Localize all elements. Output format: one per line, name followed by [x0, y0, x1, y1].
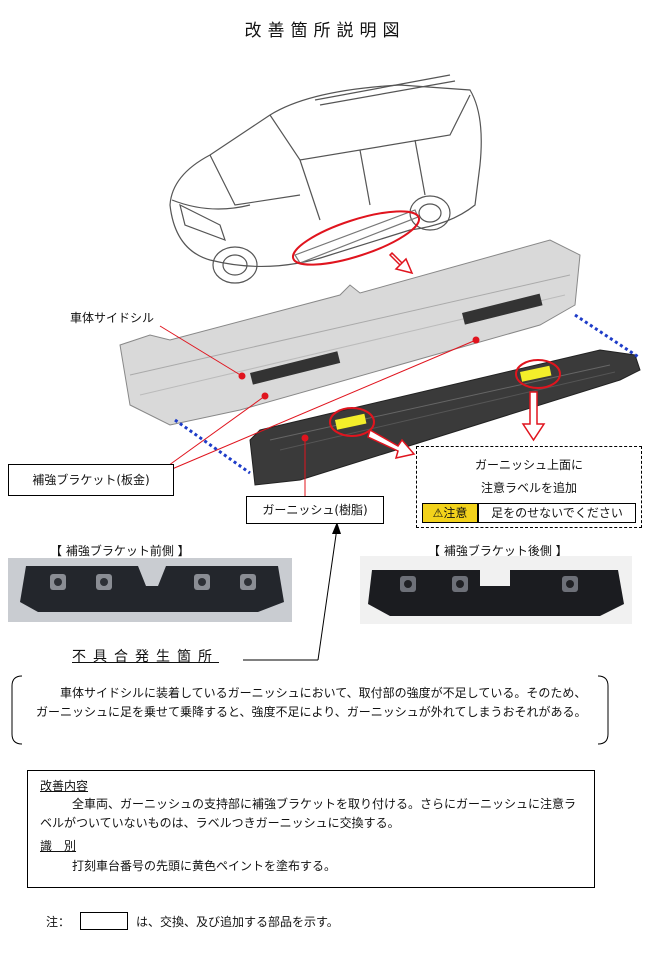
caution-text: 足をのせないでください: [478, 503, 636, 523]
bracket-rear-caption: 【 補強ブラケット後側 】: [428, 544, 568, 558]
bracket-rear-photo: [360, 556, 632, 624]
defect-description: 車体サイドシルに装着しているガーニッシュにおいて、取付部の強度が不足している。そ…: [36, 686, 587, 719]
garnish-label-box: ガーニッシュ(樹脂): [246, 496, 384, 524]
sill-highlight-ellipse: [291, 210, 421, 266]
bracket-rear-on-sill: [462, 293, 543, 325]
improvement-body: 全車両、ガーニッシュの支持部に補強ブラケットを取り付ける。さらにガーニッシュに注…: [40, 797, 577, 830]
down-arrow-icon: [388, 251, 414, 275]
caution-badge: ⚠注意: [422, 503, 478, 523]
caution-label-rear: [520, 365, 552, 382]
improvement-heading: 改善内容: [40, 779, 89, 793]
defect-heading: 不具合発生箇所: [72, 649, 219, 665]
garnish-illustration: [249, 349, 641, 486]
caution-note-line2: 注意ラベルを追加: [480, 481, 577, 495]
footnote-prefix: 注：: [46, 915, 71, 929]
label-highlight-rear: [515, 359, 561, 389]
side-sill-label: 車体サイドシル: [70, 311, 155, 325]
caution-note-box: ガーニッシュ上面に 注意ラベルを追加 ⚠注意 足をのせないでください: [416, 446, 642, 528]
improvement-box: 改善内容 全車両、ガーニッシュの支持部に補強ブラケットを取り付ける。さらにガーニ…: [27, 770, 595, 888]
bracket-label-box: 補強ブラケット(板金): [8, 464, 174, 496]
page-title: 改善箇所説明図: [244, 21, 406, 41]
footnote-legend-box: [80, 912, 128, 930]
description-brackets: [11, 675, 609, 745]
caution-label-front: [335, 413, 367, 430]
vehicle-illustration: [169, 74, 482, 284]
caution-note-line1: ガーニッシュ上面に: [474, 458, 583, 472]
side-sill-illustration: [119, 239, 581, 426]
bracket-front-photo: [8, 558, 292, 622]
identification-body: 打刻車台番号の先頭に黄色ペイントを塗布する。: [72, 859, 337, 873]
label-highlight-front: [329, 407, 375, 437]
bracket-front-caption: 【 補強ブラケット前側 】: [50, 544, 190, 558]
identification-heading: 識 別: [40, 839, 77, 853]
footnote-text: は、交換、及び追加する部品を示す。: [136, 915, 339, 929]
bracket-front-on-sill: [250, 351, 341, 385]
